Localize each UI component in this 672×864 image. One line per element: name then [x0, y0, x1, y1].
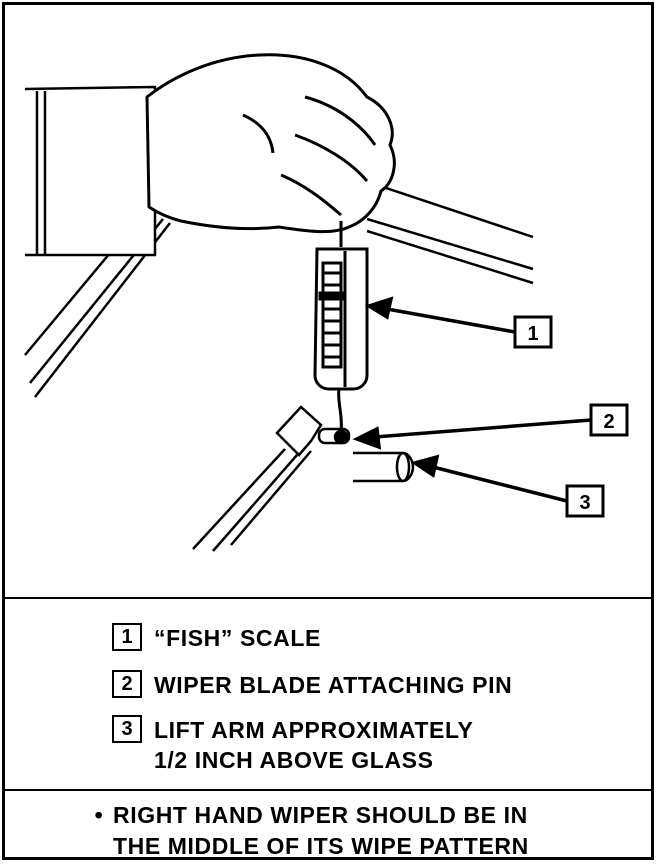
legend-line: WIPER BLADE ATTACHING PIN — [154, 672, 513, 698]
note-line: RIGHT HAND WIPER SHOULD BE IN — [113, 802, 528, 828]
note: • RIGHT HAND WIPER SHOULD BE IN THE MIDD… — [85, 800, 605, 862]
scale-hook — [337, 388, 343, 434]
callout-boxes — [513, 315, 629, 518]
illustration: 1 2 3 — [24, 53, 629, 552]
legend-text: “FISH” SCALE — [154, 623, 321, 653]
legend-item-2: 2 WIPER BLADE ATTACHING PIN — [112, 670, 512, 700]
sleeve — [24, 85, 157, 257]
legend-number-box: 3 — [112, 715, 142, 743]
legend-item-3: 3 LIFT ARM APPROXIMATELY 1/2 INCH ABOVE … — [112, 715, 473, 775]
callout-2: 2 — [603, 411, 614, 433]
callout-3: 3 — [579, 492, 590, 514]
legend-text: WIPER BLADE ATTACHING PIN — [154, 670, 512, 700]
note-text: RIGHT HAND WIPER SHOULD BE IN THE MIDDLE… — [113, 800, 529, 862]
hand — [145, 53, 396, 234]
legend-line: LIFT ARM APPROXIMATELY — [154, 717, 474, 743]
legend-line: 1/2 INCH ABOVE GLASS — [154, 747, 434, 773]
lift-block — [353, 451, 415, 483]
fish-scale — [313, 221, 369, 391]
legend-number-box: 1 — [112, 623, 142, 651]
legend-number-box: 2 — [112, 670, 142, 698]
wiper-arm — [192, 405, 351, 552]
legend-divider-top — [5, 597, 651, 599]
legend-text: LIFT ARM APPROXIMATELY 1/2 INCH ABOVE GL… — [154, 715, 473, 775]
legend-item-1: 1 “FISH” SCALE — [112, 623, 321, 653]
callout-1: 1 — [527, 323, 538, 345]
bullet-icon: • — [94, 802, 104, 828]
legend-divider-bottom — [5, 789, 651, 791]
arrows — [352, 296, 592, 503]
diagram-frame: 1 2 3 1 “FISH” SCALE 2 WIPER BLADE ATTAC… — [2, 2, 654, 860]
note-line: THE MIDDLE OF ITS WIPE PATTERN — [113, 833, 529, 859]
legend-line: “FISH” SCALE — [154, 625, 321, 651]
